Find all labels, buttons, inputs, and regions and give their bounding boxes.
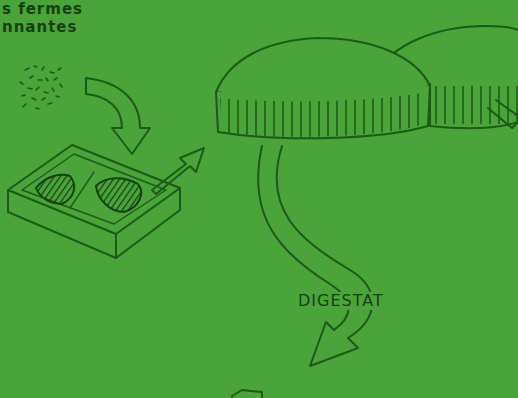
digester-front — [216, 38, 430, 138]
pretreatment-tray — [8, 145, 180, 258]
farm-source-text: s fermes — [2, 2, 83, 17]
bottom-object — [232, 390, 262, 398]
digestate-label: DIGESTAT — [296, 292, 386, 310]
digestate-arrow — [258, 146, 372, 366]
digestate-arrow-inner — [296, 146, 380, 250]
feedstock-particles — [20, 66, 62, 109]
biogas-arrow — [488, 100, 518, 128]
input-arrow — [86, 78, 150, 154]
farm-source-text: nnantes — [2, 20, 77, 35]
transfer-arrow — [152, 148, 204, 194]
